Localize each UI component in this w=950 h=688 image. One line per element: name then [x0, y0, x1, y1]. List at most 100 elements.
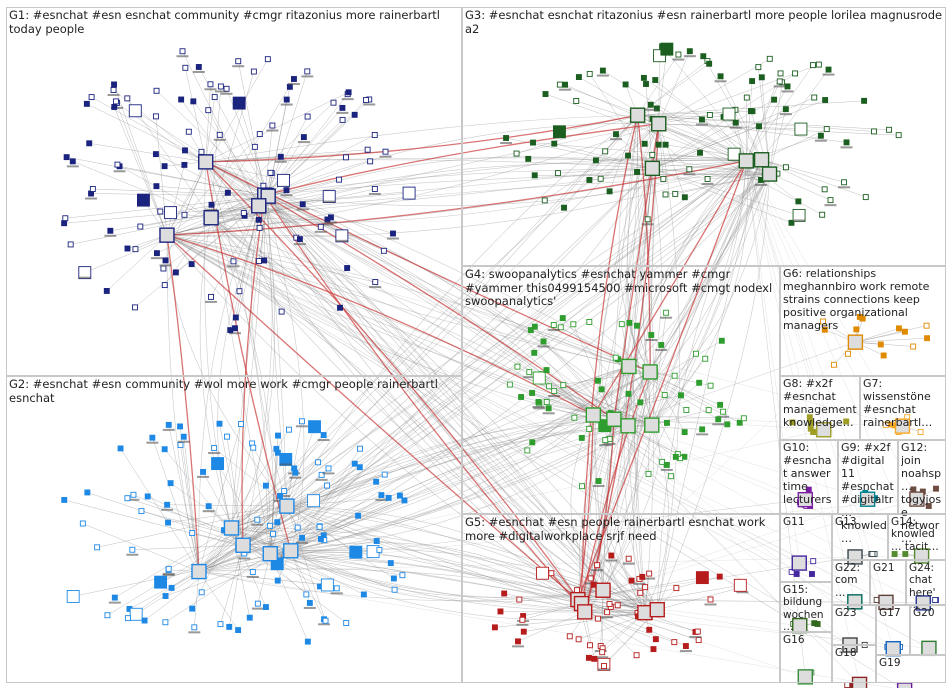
node-label [317, 439, 330, 442]
node [662, 191, 669, 198]
node [152, 151, 159, 158]
node-label [318, 623, 331, 626]
node-label [736, 591, 749, 594]
node [227, 327, 234, 334]
node-label [188, 631, 201, 634]
node [782, 164, 789, 171]
group-label-g21: G21 [873, 562, 895, 574]
node-label [197, 475, 210, 478]
node [662, 141, 669, 148]
cross-edge [602, 366, 639, 591]
node [296, 236, 303, 243]
node [390, 230, 396, 237]
hub-node [621, 358, 637, 375]
node-label [335, 239, 348, 242]
node-label [246, 575, 259, 578]
node [137, 223, 144, 230]
node [157, 208, 164, 215]
cross-edge [198, 123, 659, 572]
edge [166, 234, 376, 283]
hub-node [791, 555, 807, 571]
edge [658, 51, 691, 124]
hub-node [203, 210, 219, 226]
edge [593, 394, 665, 416]
node-label [603, 443, 616, 446]
node [179, 48, 186, 55]
hub-node [644, 160, 661, 177]
edge [106, 234, 168, 292]
node [266, 522, 273, 529]
node [626, 319, 633, 326]
edge [532, 142, 747, 162]
cross-edge [627, 168, 662, 426]
node-label [274, 160, 287, 163]
node-label [679, 650, 692, 653]
node [625, 390, 632, 397]
node-label [369, 286, 382, 289]
node [695, 571, 709, 585]
cross-edge [577, 168, 653, 600]
group-box-g3: G3: #esnchat esnchat ritazonius #esn rai… [462, 7, 946, 266]
node [124, 615, 131, 622]
node-label [660, 316, 673, 319]
node [924, 335, 931, 342]
node [299, 534, 305, 541]
node [357, 445, 363, 452]
node [715, 416, 722, 423]
edge [268, 196, 348, 269]
node [672, 453, 679, 460]
group-box-g8: G8: #x2f #esnchat management knowledge… [780, 376, 860, 440]
node [251, 143, 258, 150]
node [200, 468, 206, 475]
node [286, 426, 292, 433]
node-label [500, 142, 513, 145]
cross-edge [602, 424, 660, 591]
group-label-g7: G7: wissenstöne #esnchat rainerbartl… [863, 378, 933, 429]
node [575, 74, 582, 81]
cross-edge [577, 556, 856, 600]
node-label [341, 98, 354, 101]
group-box-g15: G15: bildung wochen… [780, 582, 832, 633]
node [373, 478, 380, 485]
node [732, 119, 739, 126]
node [269, 122, 276, 129]
group-box-g23: G23 [832, 605, 876, 645]
node [810, 558, 817, 565]
edge [746, 97, 748, 161]
edge [210, 217, 341, 308]
node [149, 434, 156, 441]
node-label [322, 472, 335, 475]
edge [205, 97, 215, 162]
node [825, 66, 832, 73]
node-label [633, 582, 646, 585]
node [686, 166, 693, 173]
edge [855, 331, 905, 343]
hub-node [642, 364, 658, 380]
edge [628, 366, 681, 459]
node [387, 560, 394, 567]
edge [286, 506, 326, 621]
node [276, 173, 290, 187]
cross-edge [198, 499, 806, 572]
group-label-g3: G3: #esnchat esnchat ritazonius #esn rai… [465, 9, 943, 36]
node [232, 96, 246, 110]
hub-node [847, 334, 864, 350]
strong-tie-edge [241, 195, 266, 546]
node [856, 313, 863, 320]
cross-edge [602, 419, 639, 591]
node [181, 211, 188, 218]
edge [165, 161, 206, 261]
node [925, 503, 932, 509]
group-label-g12: G12: join noahsp… togyjose networ… [901, 442, 942, 545]
node [240, 210, 247, 216]
cross-edge [198, 498, 917, 572]
edge [82, 523, 200, 572]
node [211, 445, 218, 451]
node [89, 186, 96, 192]
cross-edge [267, 195, 646, 613]
node [647, 101, 654, 108]
node [535, 399, 542, 405]
node [653, 105, 660, 112]
edge [658, 55, 660, 124]
edge [855, 337, 928, 343]
